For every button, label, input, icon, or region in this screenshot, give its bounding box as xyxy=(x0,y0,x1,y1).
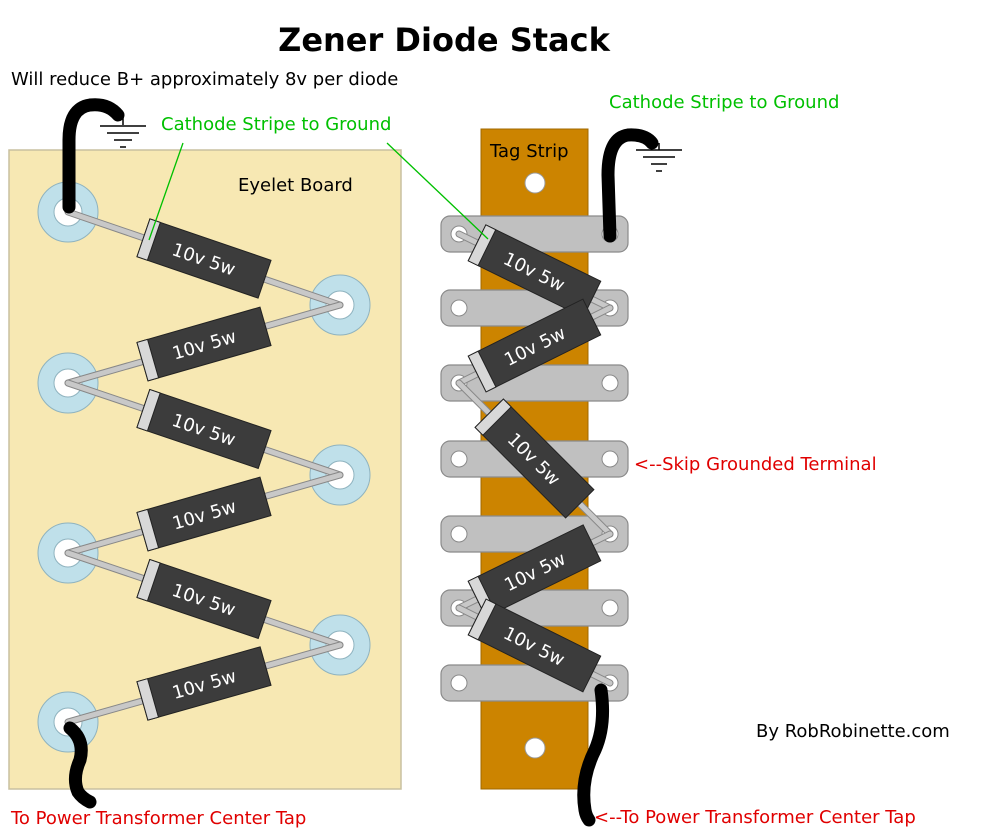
center-tap-wire-eyelet xyxy=(63,721,97,809)
cathode-stripe xyxy=(136,678,160,721)
cathode-stripe xyxy=(136,558,161,602)
tag-strip-diode: 10v 5w xyxy=(474,398,595,519)
pointer-line-tag xyxy=(386,142,489,240)
cathode-stripe xyxy=(136,338,160,382)
cathode-stripe xyxy=(467,598,497,641)
mount-hole-bottom xyxy=(524,737,546,759)
cathode-stripe xyxy=(467,350,497,393)
skip-terminal-note: <--Skip Grounded Terminal xyxy=(634,454,877,475)
mount-hole-top xyxy=(524,172,546,194)
bottom-note-tag: <--To Power Transformer Center Tap xyxy=(594,807,916,828)
ground-wire-eyelet xyxy=(62,98,125,214)
tag-strip-diode: 10v 5w xyxy=(467,598,602,693)
eyelet-diode: 10v 5w xyxy=(136,646,272,721)
cathode-note-eyelet: Cathode Stripe to Ground xyxy=(161,114,391,135)
eyelet-board-label: Eyelet Board xyxy=(238,175,353,196)
cathode-stripe xyxy=(136,388,161,432)
diagram-title: Zener Diode Stack xyxy=(278,21,610,59)
eyelet-diode: 10v 5w xyxy=(136,476,272,552)
cathode-stripe xyxy=(467,224,497,267)
ground-wire-tag xyxy=(601,128,659,243)
bottom-note-eyelet: To Power Transformer Center Tap xyxy=(10,808,306,829)
tag-strip-label: Tag Strip xyxy=(489,141,569,162)
tag-lug xyxy=(440,589,629,627)
tag-lug xyxy=(440,289,629,327)
credit-text: By RobRobinette.com xyxy=(756,721,950,742)
center-tap-wire-tag xyxy=(577,683,609,827)
pointer-line-eyelet xyxy=(148,142,184,241)
cathode-stripe xyxy=(136,508,160,552)
cathode-stripe xyxy=(474,398,512,436)
cathode-note-tag: Cathode Stripe to Ground xyxy=(609,92,839,113)
eyelet-diode: 10v 5w xyxy=(136,306,272,382)
ground-symbol-icon xyxy=(100,117,146,148)
diagram-subtitle: Will reduce B+ approximately 8v per diod… xyxy=(11,69,398,90)
ground-symbol-icon xyxy=(636,143,682,172)
